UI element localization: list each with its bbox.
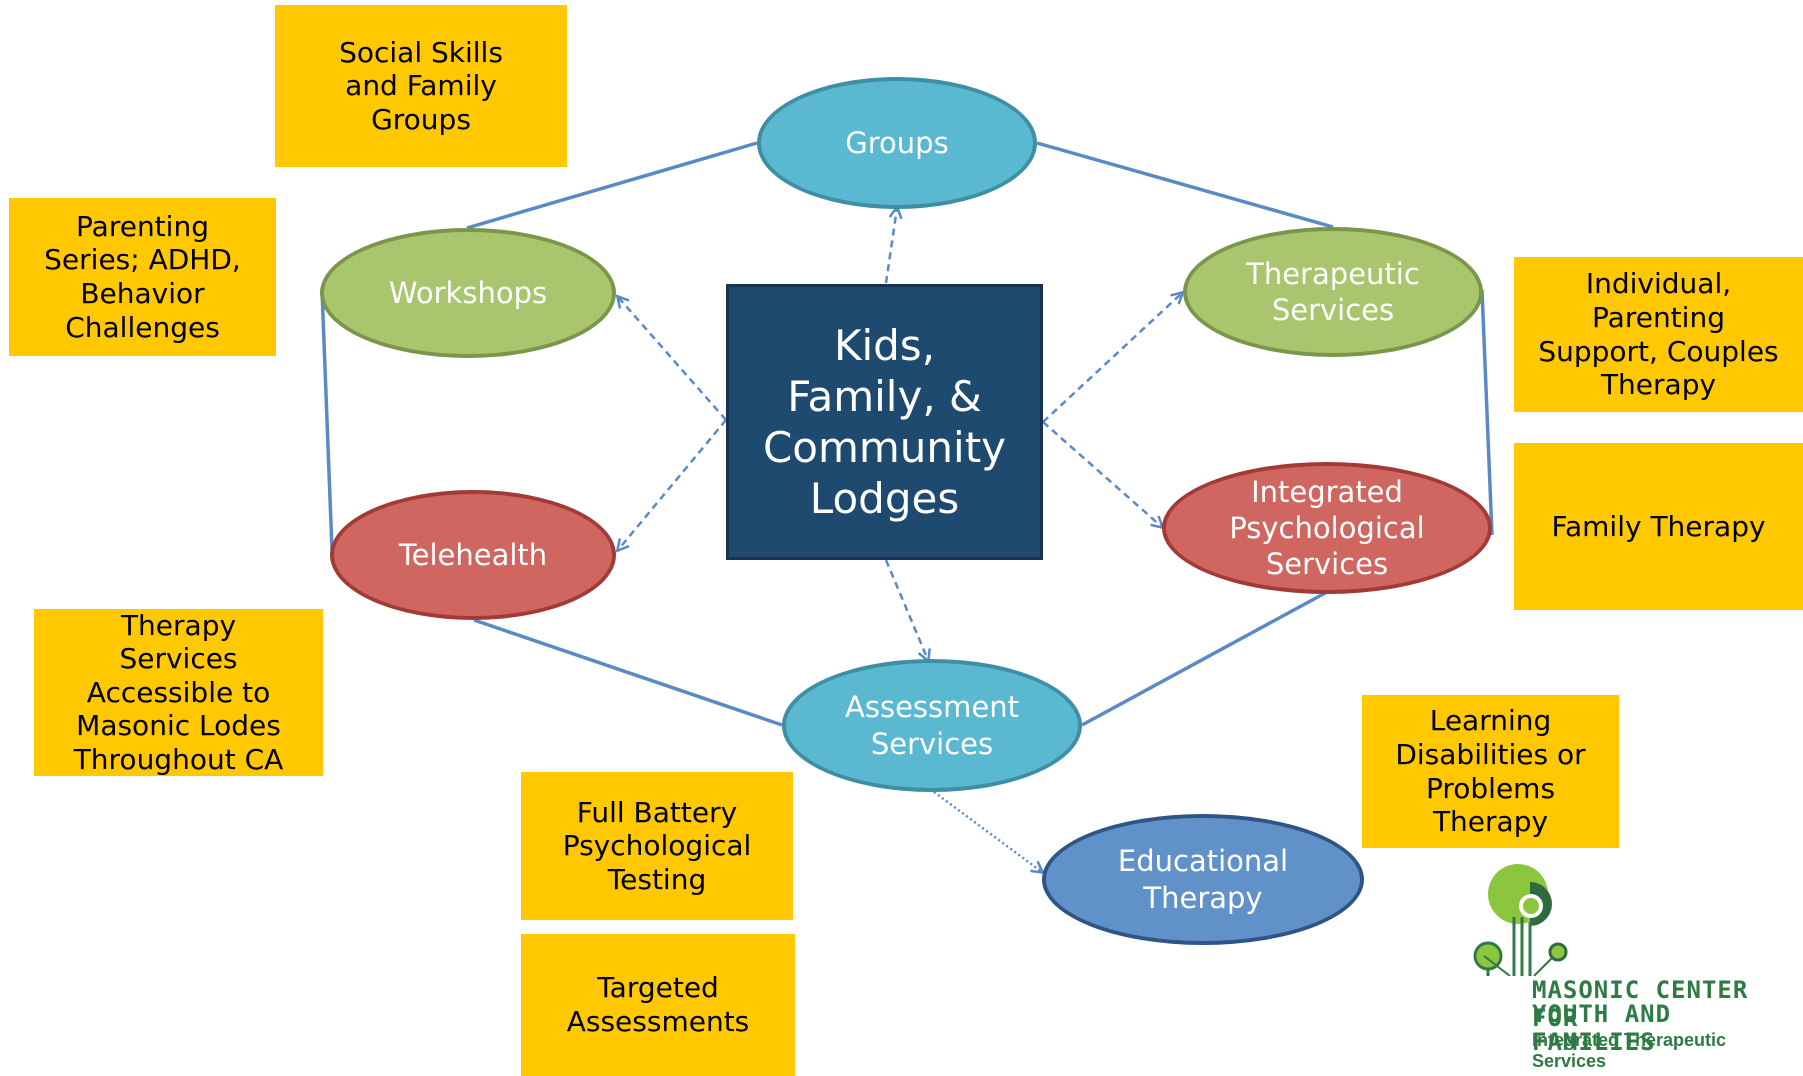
arrow-to-educational [933,790,1042,872]
node-integrated-psychological-services: Integrated Psychological Services [1162,462,1492,594]
note-therapy-services-accessible: Therapy Services Accessible to Masonic L… [34,609,323,776]
node-assessment-label: Assessment Services [845,690,1019,761]
note-social-skills-text: Social Skills and Family Groups [339,35,503,136]
note-targeted-assessments-text: Targeted Assessments [566,971,750,1038]
node-educational-label: Educational Therapy [1117,844,1289,915]
arrow-to-therapeutic [1042,293,1182,423]
note-full-battery: Full Battery Psychological Testing [521,772,793,920]
arrow-lines [618,208,1182,660]
logo-tagline: Integrated Therapeutic Services [1532,1030,1727,1071]
node-workshops-label: Workshops [388,275,548,310]
arrow-to-assessment [884,559,928,660]
masonic-center-logo: MASONIC CENTER FOR YOUTH AND FAMILIES In… [1466,862,1803,1076]
node-workshops: Workshops [320,228,616,358]
line-groups-therapeutic [1036,141,1334,229]
center-box: Kids, Family, & Community Lodges [726,284,1043,560]
node-groups: Groups [757,77,1037,209]
note-therapy-services-accessible-text: Therapy Services Accessible to Masonic L… [73,608,284,776]
node-integrated-label: Integrated Psychological Services [1229,474,1425,582]
note-individual-therapy: Individual, Parenting Support, Couples T… [1514,257,1803,412]
arrow-to-telehealth [618,419,727,550]
note-family-therapy: Family Therapy [1514,443,1803,610]
note-learning-disabilities: Learning Disabilities or Problems Therap… [1362,695,1619,848]
line-integrated-assessment [1081,590,1328,727]
node-assessment-services: Assessment Services [782,659,1082,792]
note-family-therapy-text: Family Therapy [1551,509,1766,543]
line-therapeutic-integrated [1480,289,1494,536]
arrow-to-integrated [1042,421,1162,527]
node-telehealth-label: Telehealth [398,537,548,572]
logo-title-line1: MASONIC CENTER FOR [1532,976,1749,1032]
node-therapeutic-services: Therapeutic Services [1183,227,1483,357]
node-telehealth: Telehealth [330,490,616,620]
note-targeted-assessments: Targeted Assessments [521,934,795,1076]
note-social-skills: Social Skills and Family Groups [275,5,567,167]
note-parenting-series-text: Parenting Series; ADHD, Behavior Challen… [44,209,241,344]
center-label: Kids, Family, & Community Lodges [762,320,1007,524]
line-groups-workshops [466,141,758,230]
tree-logo-icon [1473,864,1568,976]
note-parenting-series: Parenting Series; ADHD, Behavior Challen… [9,198,276,356]
note-learning-disabilities-text: Learning Disabilities or Problems Therap… [1395,704,1586,839]
ring-lines [320,141,1494,727]
line-telehealth-assessment [473,618,783,727]
node-therapeutic-label: Therapeutic Services [1246,256,1420,327]
arrow-to-workshops [618,297,727,421]
note-individual-therapy-text: Individual, Parenting Support, Couples T… [1538,267,1779,402]
arrow-to-groups [884,208,897,284]
node-educational-therapy: Educational Therapy [1042,814,1364,945]
node-groups-label: Groups [845,125,949,160]
line-workshops-telehealth [320,289,334,551]
logo-title-line2: YOUTH AND FAMILIES [1532,1000,1672,1056]
note-full-battery-text: Full Battery Psychological Testing [562,795,752,896]
